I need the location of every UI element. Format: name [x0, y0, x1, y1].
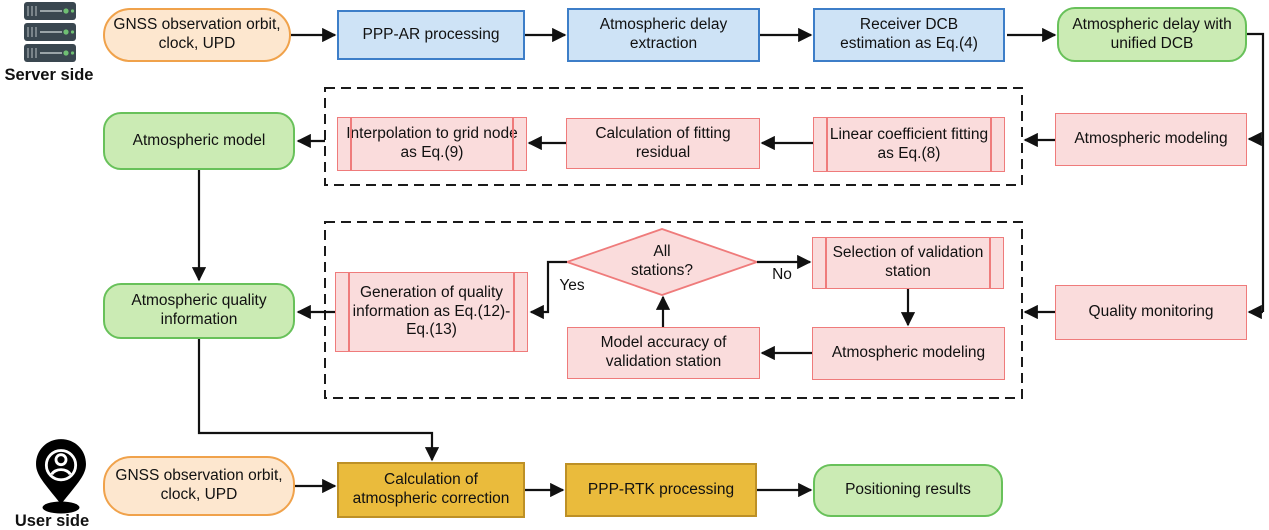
- node-label: Positioning results: [845, 481, 971, 499]
- node-label: Generation of quality information as Eq.…: [352, 283, 511, 339]
- node-calculation-atmospheric-correction: Calculation of atmospheric correction: [337, 462, 525, 518]
- user-location-pin-icon: [36, 439, 86, 514]
- node-atmospheric-modeling-validation: Atmospheric modeling: [812, 327, 1005, 380]
- node-atmospheric-delay-unified-dcb: Atmospheric delay with unified DCB: [1057, 7, 1247, 62]
- node-label: Atmospheric modeling: [1074, 130, 1228, 148]
- node-label: Receiver DCB estimation as Eq.(4): [840, 16, 978, 52]
- node-atmospheric-delay-extraction: Atmospheric delay extraction: [567, 8, 760, 62]
- quality-monitoring-dashed-container: [324, 221, 1023, 399]
- node-gnss-observation-user: GNSS observation orbit, clock, UPD: [103, 456, 295, 516]
- node-label: Selection of validation station: [832, 244, 984, 280]
- node-label: Model accuracy of validation station: [600, 334, 727, 370]
- node-positioning-results: Positioning results: [813, 464, 1003, 517]
- node-label: GNSS observation orbit, clock, UPD: [115, 467, 283, 503]
- atmospheric-modeling-dashed-container: [324, 87, 1023, 186]
- node-generation-quality-information: Generation of quality information as Eq.…: [335, 272, 528, 352]
- node-label: Atmospheric quality information: [131, 292, 267, 328]
- node-linear-coefficient-fitting: Linear coefficient fitting as Eq.(8): [813, 117, 1005, 172]
- node-atmospheric-model: Atmospheric model: [103, 112, 295, 170]
- node-label: Atmospheric delay with unified DCB: [1072, 15, 1232, 52]
- node-label: Calculation of atmospheric correction: [352, 471, 510, 507]
- all-stations-decision-label: All stations?: [630, 243, 694, 279]
- node-label: GNSS observation orbit, clock, UPD: [113, 16, 281, 52]
- node-quality-monitoring: Quality monitoring: [1055, 285, 1247, 340]
- node-label: Quality monitoring: [1088, 303, 1214, 321]
- user-side-label: User side: [14, 512, 90, 530]
- server-stack-icon: [24, 2, 76, 62]
- server-side-label: Server side: [4, 66, 94, 84]
- branch-label-no: No: [772, 266, 792, 283]
- node-model-accuracy-validation-station: Model accuracy of validation station: [567, 327, 760, 379]
- node-selection-validation-station: Selection of validation station: [812, 237, 1004, 289]
- node-label: PPP-RTK processing: [587, 480, 735, 498]
- node-label: PPP-AR processing: [362, 25, 500, 43]
- branch-label-yes: Yes: [559, 277, 585, 294]
- node-interpolation-grid-node: Interpolation to grid node as Eq.(9): [337, 117, 527, 171]
- node-label: Calculation of fitting residual: [595, 124, 731, 161]
- node-gnss-observation-server: GNSS observation orbit, clock, UPD: [103, 8, 291, 62]
- node-ppp-rtk-processing: PPP-RTK processing: [565, 463, 757, 517]
- node-calculation-fitting-residual: Calculation of fitting residual: [566, 118, 760, 169]
- node-atmospheric-modeling: Atmospheric modeling: [1055, 113, 1247, 166]
- node-label: Linear coefficient fitting as Eq.(8): [829, 125, 989, 162]
- node-ppp-ar-processing: PPP-AR processing: [337, 10, 525, 60]
- node-receiver-dcb-estimation: Receiver DCB estimation as Eq.(4): [813, 8, 1005, 62]
- node-label: Interpolation to grid node as Eq.(9): [346, 125, 518, 161]
- node-atmospheric-quality-information: Atmospheric quality information: [103, 283, 295, 339]
- node-label: Atmospheric modeling: [831, 344, 986, 362]
- node-label: Atmospheric model: [132, 131, 266, 149]
- node-label: Atmospheric delay extraction: [599, 16, 728, 52]
